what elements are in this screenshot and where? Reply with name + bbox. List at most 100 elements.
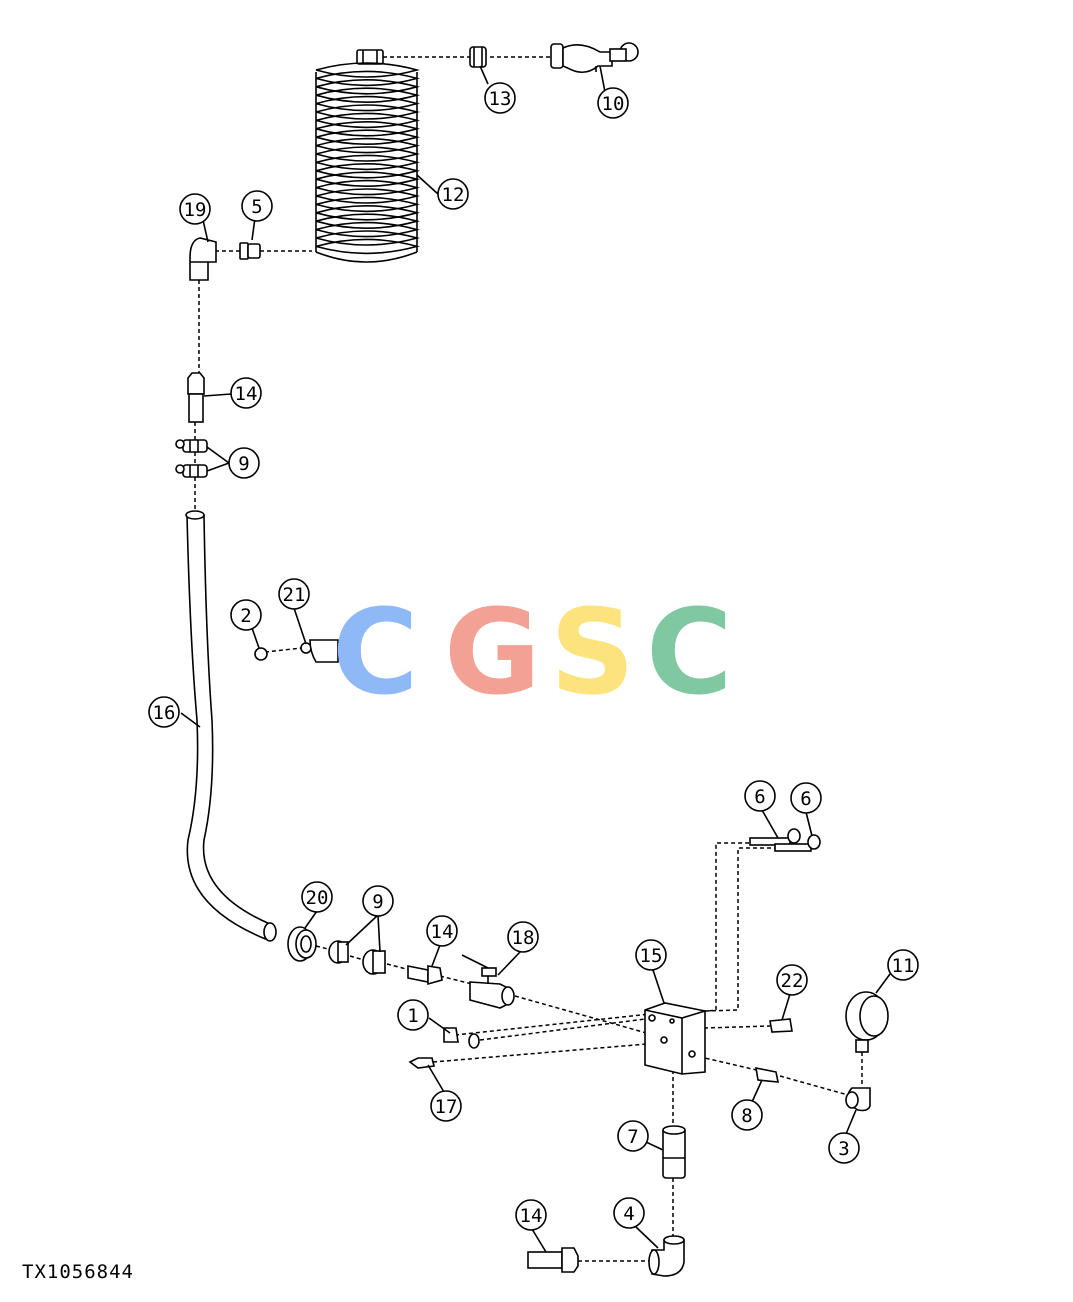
svg-text:14: 14 [235,383,258,405]
coil-turn [315,62,421,78]
coil-turn [315,129,421,145]
coil-turn [315,163,421,179]
coil-turn [315,213,421,229]
coil-turn [315,79,421,95]
fitting-5 [239,242,261,260]
svg-text:13: 13 [489,88,512,110]
svg-text:22: 22 [781,970,804,992]
fitting-8 [755,1066,779,1083]
coil-turn [315,154,421,171]
fitting-7 [662,1125,686,1179]
coil-turn [315,112,421,129]
callout-9: 9 [228,447,260,479]
svg-text:21: 21 [283,584,306,606]
valve-10 [550,42,639,74]
svg-text:14: 14 [431,921,454,943]
callout-14: 14 [426,915,458,947]
callout-18: 18 [507,921,539,953]
svg-text:6: 6 [800,788,811,810]
coil-turn [315,87,421,103]
svg-text:10: 10 [602,93,625,115]
svg-text:20: 20 [306,887,329,909]
elbow-19 [189,237,217,281]
callout-11: 11 [887,949,919,981]
watermark-letter: S [550,583,635,721]
callout-7: 7 [617,1120,649,1152]
callout-4: 4 [613,1197,645,1229]
callout-16: 16 [148,696,180,728]
callout-10: 10 [597,87,629,119]
callout-15: 15 [635,939,667,971]
ball-valve-18 [461,954,515,1009]
watermark: C G S C [332,583,733,721]
plug-1 [443,1027,480,1049]
callout-2: 2 [230,599,262,631]
callout-21: 21 [278,578,310,610]
clamp-9-upper-b [175,464,208,478]
clamp-9-upper-a [175,439,208,453]
svg-text:15: 15 [640,945,663,967]
nut-2 [254,647,268,661]
callout-6: 6 [790,782,822,814]
leader-lines [180,65,891,1253]
watermark-letter: C [646,583,733,721]
callout-14: 14 [515,1199,547,1231]
svg-text:14: 14 [520,1205,543,1227]
elbow-4 [648,1235,685,1277]
svg-text:2: 2 [240,605,251,627]
svg-text:19: 19 [184,199,207,221]
clamp-9-lower-b [362,949,386,975]
gauge-11 [845,991,889,1053]
callout-9: 9 [362,885,394,917]
callout-8: 8 [731,1099,763,1131]
svg-text:7: 7 [627,1126,638,1148]
fitting-20 [287,926,317,962]
svg-text:3: 3 [838,1138,849,1160]
callout-20: 20 [301,881,333,913]
svg-text:9: 9 [372,891,383,913]
svg-text:8: 8 [741,1105,752,1127]
bolt-6-b [774,834,821,852]
callouts: 19 5 13 10 12 14 9 21 2 16 20 9 14 18 1 … [148,82,919,1231]
coil-turn [315,238,421,255]
fitting-13 [469,46,487,68]
svg-text:12: 12 [442,184,465,206]
svg-text:16: 16 [153,702,176,724]
watermark-letter: G [444,583,541,721]
fitting-17 [408,1057,435,1069]
coil-turn [315,221,421,238]
fitting-14-upper [187,372,205,423]
coil-turn [315,179,421,196]
coil-turn [315,188,421,204]
fitting-14-middle [407,965,443,986]
plug-22 [769,1018,793,1033]
callout-12: 12 [437,178,469,210]
svg-text:5: 5 [251,196,262,218]
watermark-letter: C [332,583,419,721]
coil-turn [315,196,421,213]
svg-text:18: 18 [512,927,535,949]
callout-5: 5 [241,190,273,222]
svg-text:17: 17 [435,1096,458,1118]
svg-text:4: 4 [623,1203,634,1225]
bolt-6-a [749,828,801,846]
fitting-14-lower [527,1247,579,1273]
coil-turn [315,70,421,87]
connection-lines [194,56,863,1262]
coil-turn [315,230,421,246]
clip-21 [300,639,339,663]
hose-16 [185,510,277,942]
tube-coil-turns [315,62,421,255]
callout-13: 13 [484,82,516,114]
callout-6: 6 [744,780,776,812]
coil-turn [315,137,421,154]
coil-turn [315,95,421,112]
manifold-block-15 [644,1002,706,1075]
coil-turn [315,146,421,162]
coil-turn [315,171,421,187]
svg-text:6: 6 [754,786,765,808]
reference-id: TX1056844 [22,1261,134,1283]
svg-text:1: 1 [407,1005,418,1027]
coil-turn [315,121,421,137]
